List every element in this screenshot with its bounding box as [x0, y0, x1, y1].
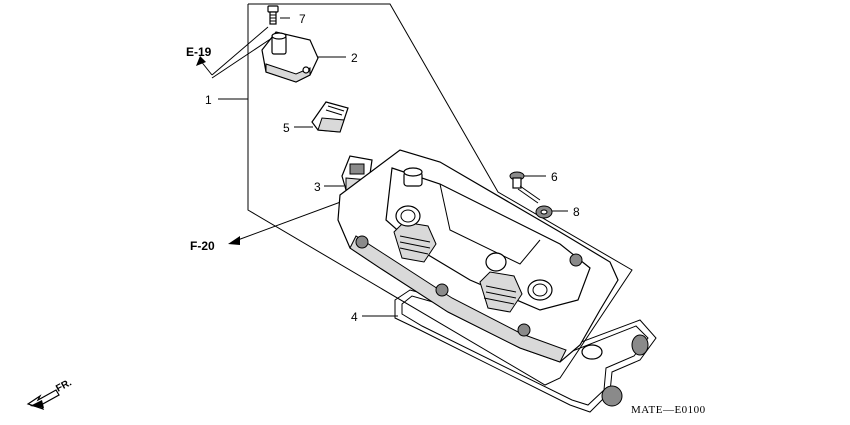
front-arrow-icon	[26, 389, 60, 411]
callout-6: 6	[551, 170, 558, 184]
callout-7: 7	[299, 12, 306, 26]
section-ref-e19: E-19	[186, 45, 212, 59]
e19-leader-2	[211, 37, 273, 79]
e19-arrowhead	[196, 56, 206, 66]
washer-part-8	[535, 205, 553, 219]
callout-5: 5	[283, 121, 290, 135]
callout-4: 4	[351, 310, 358, 324]
f20-arrowhead	[228, 236, 240, 245]
cover-part-2	[261, 31, 319, 83]
assembly-boundary	[247, 3, 633, 386]
bolt-part-6	[509, 171, 541, 204]
callout-8: 8	[573, 205, 580, 219]
section-ref-f20: F-20	[190, 239, 215, 253]
bolt-part-7	[267, 5, 279, 25]
callout-2: 2	[351, 51, 358, 65]
grommet-part-5	[311, 101, 349, 133]
callout-1: 1	[205, 93, 212, 107]
front-label: FR.	[54, 377, 74, 394]
callout-3: 3	[314, 180, 321, 194]
e19-leader	[211, 26, 269, 76]
diagram-code: MATE—E0100	[631, 404, 706, 416]
cylinder-head-cover	[337, 149, 619, 363]
